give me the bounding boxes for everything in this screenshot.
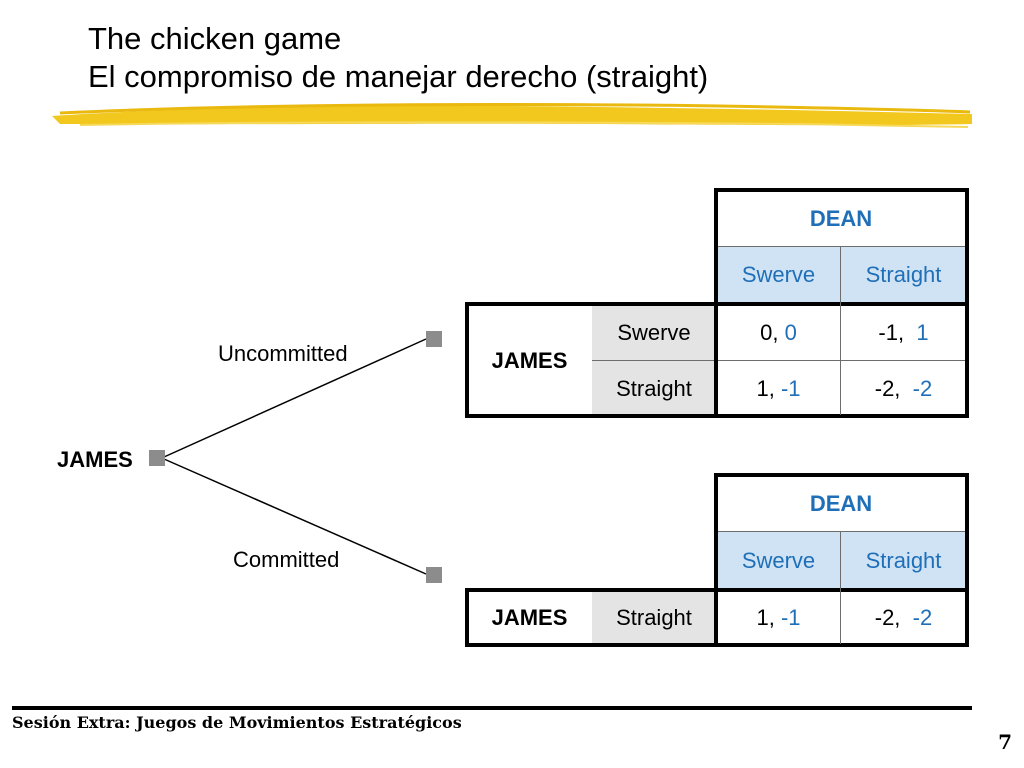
branch-uncommitted-label: Uncommitted [218,341,348,366]
payoff-cell: -2, -2 [841,361,966,417]
col-strategy-straight: Straight [865,547,942,573]
row-strategy-straight: Straight [616,376,692,401]
table-border [714,473,968,477]
table-border [965,188,969,418]
col-strategy-swerve: Swerve [741,262,816,287]
table-border [965,473,969,647]
payoff-cell: -1, 1 [841,305,966,361]
payoff-james: -2, [874,376,901,401]
payoff-james: -2, [874,605,901,630]
slide-title: The chicken game El compromiso de maneja… [88,20,708,96]
payoff-dean: 1 [916,320,929,345]
uncommitted-node [426,331,442,347]
payoff-cell: 0, 0 [716,305,841,361]
payoff-james: 1, [756,376,775,401]
table-divider [716,531,966,532]
payoff-james: 0, [760,320,779,345]
col-strategy-swerve: Swerve [741,547,816,573]
title-underline [52,102,972,128]
table-divider [840,247,841,415]
payoff-cell: -2, -2 [841,591,966,645]
row-player-label: JAMES [491,605,568,630]
payoff-dean: -2 [912,376,933,401]
page-number: 7 [998,730,1012,754]
payoff-dean: -2 [912,605,933,630]
title-line-2: El compromiso de manejar derecho (straig… [88,59,709,94]
committed-node [426,567,442,583]
table-border [465,588,469,647]
col-player-label: DEAN [809,205,873,231]
branch-committed-label: Committed [233,547,340,572]
title-line-1: The chicken game [88,21,342,56]
row-strategy-bg [592,591,716,645]
table-border [465,302,469,418]
payoff-dean: 0 [784,320,797,345]
col-strategy-header-bg [716,532,966,589]
footer-text: Sesión Extra: Juegos de Movimientos Estr… [12,713,462,732]
payoff-james: 1, [756,605,775,630]
table-border [714,188,718,418]
payoff-dean: -1 [780,605,801,630]
payoff-cell: 1, -1 [716,591,841,645]
table-divider [716,246,966,247]
payoff-james: -1, [878,320,905,345]
row-player-label: JAMES [491,348,568,373]
table-border [714,473,718,647]
col-strategy-straight: Straight [865,262,942,287]
payoff-cell: 1, -1 [716,361,841,417]
payoff-dean: -1 [780,376,801,401]
row-strategy-swerve: Swerve [617,320,691,345]
col-strategy-header-bg [716,247,966,303]
footer-rule [12,706,972,710]
col-player-label: DEAN [809,490,873,516]
table-divider [840,532,841,644]
row-strategy-straight: Straight [616,605,692,630]
table-border [714,188,968,192]
row-strategy-bg [592,305,716,417]
root-player-label: JAMES [57,447,133,472]
table-divider [592,360,966,361]
root-node [149,450,165,466]
